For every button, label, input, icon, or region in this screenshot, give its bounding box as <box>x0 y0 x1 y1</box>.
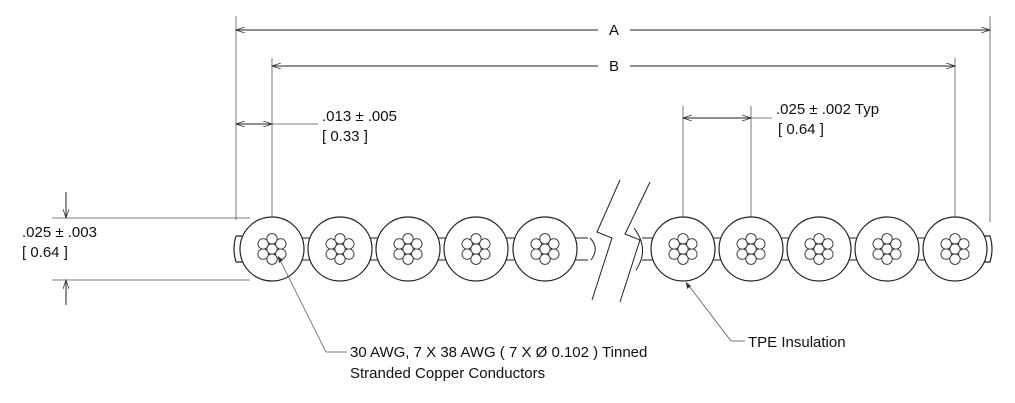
copper-strand <box>411 238 423 250</box>
copper-strand <box>677 253 689 265</box>
conductor <box>443 216 509 282</box>
copper-strand <box>548 238 560 250</box>
edge-margin-metric: [ 0.33 ] <box>322 128 368 145</box>
break-symbol <box>588 179 651 303</box>
conductor <box>375 216 441 282</box>
conductor <box>718 216 784 282</box>
copper-strand <box>813 253 825 265</box>
copper-strand <box>402 253 414 265</box>
copper-strand <box>266 233 278 245</box>
copper-strand <box>668 248 680 260</box>
conductor <box>922 216 988 282</box>
copper-strand <box>334 233 346 245</box>
copper-strand <box>275 238 287 250</box>
insulation-callout: TPE Insulation <box>685 281 846 351</box>
copper-strand <box>325 238 337 250</box>
copper-strand <box>343 238 355 250</box>
copper-strand <box>470 253 482 265</box>
copper-strand <box>813 233 825 245</box>
pitch-metric: [ 0.64 ] <box>778 121 824 138</box>
copper-strand <box>754 238 766 250</box>
copper-strand <box>736 238 748 250</box>
copper-strand <box>393 248 405 260</box>
copper-strand <box>745 233 757 245</box>
copper-strand <box>804 238 816 250</box>
conductor-group <box>239 216 988 282</box>
copper-strand <box>736 248 748 260</box>
copper-strand <box>745 253 757 265</box>
copper-strand <box>872 238 884 250</box>
copper-strand <box>949 253 961 265</box>
copper-strand <box>479 238 491 250</box>
conductor <box>786 216 852 282</box>
copper-strand <box>461 238 473 250</box>
conductor <box>239 216 305 282</box>
conductor-spec-line2: Stranded Copper Conductors <box>350 365 545 382</box>
copper-strand <box>940 238 952 250</box>
dimension-a-label: A <box>609 22 619 39</box>
ribbon-cable <box>233 179 993 303</box>
conductor <box>650 216 716 282</box>
copper-strand <box>881 253 893 265</box>
copper-strand <box>539 233 551 245</box>
copper-strand <box>890 238 902 250</box>
copper-strand <box>334 253 346 265</box>
copper-strand <box>872 248 884 260</box>
copper-strand <box>940 248 952 260</box>
copper-strand <box>804 248 816 260</box>
pitch-label: .025 ± .002 Typ <box>776 101 879 118</box>
copper-strand <box>958 238 970 250</box>
copper-strand <box>266 253 278 265</box>
edge-margin-label: .013 ± .005 <box>322 108 397 125</box>
copper-strand <box>257 238 269 250</box>
edge-margin-dimension: .013 ± .005 [ 0.33 ] <box>236 108 397 145</box>
extension-lines <box>52 16 991 281</box>
pitch-dimension: .025 ± .002 Typ [ 0.64 ] <box>683 101 879 138</box>
thickness-label: .025 ± .003 <box>22 224 97 241</box>
copper-strand <box>470 233 482 245</box>
copper-strand <box>530 238 542 250</box>
conductor <box>307 216 373 282</box>
conductor-spec-line1: 30 AWG, 7 X 38 AWG ( 7 X Ø 0.102 ) Tinne… <box>350 344 647 361</box>
copper-strand <box>461 248 473 260</box>
copper-strand <box>257 248 269 260</box>
copper-strand <box>881 233 893 245</box>
conductor-callout: 30 AWG, 7 X 38 AWG ( 7 X Ø 0.102 ) Tinne… <box>277 255 647 382</box>
copper-strand <box>393 238 405 250</box>
copper-strand <box>668 238 680 250</box>
dimension-b-label: B <box>609 58 619 75</box>
thickness-metric: [ 0.64 ] <box>22 244 68 261</box>
dimension-b: B <box>272 58 955 75</box>
dimension-a: A <box>236 22 990 39</box>
copper-strand <box>822 238 834 250</box>
insulation-label: TPE Insulation <box>748 334 846 351</box>
copper-strand <box>539 253 551 265</box>
copper-strand <box>402 233 414 245</box>
conductor <box>854 216 920 282</box>
copper-strand <box>530 248 542 260</box>
copper-strand <box>325 248 337 260</box>
copper-strand <box>949 233 961 245</box>
thickness-dimension: .025 ± .003 [ 0.64 ] <box>22 192 97 305</box>
copper-strand <box>686 238 698 250</box>
conductor <box>512 216 578 282</box>
copper-strand <box>677 233 689 245</box>
